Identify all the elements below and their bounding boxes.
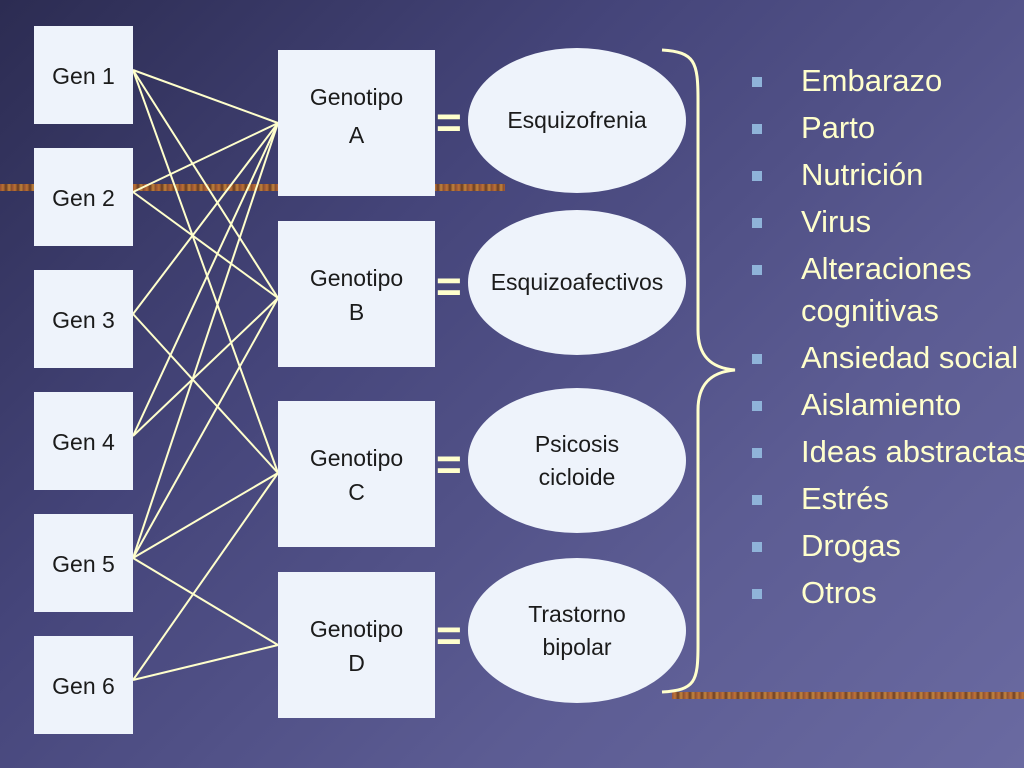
connection-line-gen6-c	[132, 472, 279, 681]
genotype-box-a: Genotipo A	[278, 50, 435, 196]
gene-label: Gen 6	[52, 673, 115, 699]
factor-label: Ideas abstractas	[801, 434, 1024, 469]
disorder-ellipse-2: Esquizoafectivos	[468, 210, 686, 355]
genotype-letter: D	[348, 650, 365, 676]
square-bullet-icon	[752, 354, 762, 364]
disorder-ellipse-3: Psicosis cicloide	[468, 388, 686, 533]
connection-line-gen5-c	[132, 472, 279, 559]
square-bullet-icon	[752, 589, 762, 599]
genotype-letter: B	[348, 299, 365, 325]
gene-label: Gen 3	[52, 307, 115, 333]
list-item: Virus	[748, 201, 1024, 243]
list-item: Ansiedad social	[748, 337, 1024, 379]
list-item: Aislamiento	[748, 384, 1024, 426]
connection-line-gen5-a	[132, 122, 279, 559]
genotype-label: Genotipo	[309, 265, 404, 291]
factor-label: Estrés	[801, 481, 889, 516]
disorder-label: Trastorno	[528, 600, 626, 627]
list-item: Otros	[748, 572, 1024, 614]
list-item: Parto	[748, 107, 1024, 149]
disorder-label-2: cicloide	[538, 463, 616, 490]
gene-label: Gen 5	[52, 551, 115, 577]
disorder-ellipse-1: Esquizofrenia	[468, 48, 686, 193]
genotype-label: Genotipo	[309, 445, 404, 471]
gene-label: Gen 4	[52, 429, 115, 455]
square-bullet-icon	[752, 401, 762, 411]
list-item: Alteraciones cognitivas	[748, 248, 1024, 332]
genotype-label: Genotipo	[309, 616, 404, 642]
connection-line-gen2-b	[132, 191, 279, 299]
genotype-label: Genotipo	[309, 84, 404, 110]
square-bullet-icon	[752, 542, 762, 552]
genotype-box-b: Genotipo B	[278, 221, 435, 367]
connection-line-gen3-c	[132, 313, 279, 474]
square-bullet-icon	[752, 448, 762, 458]
connection-line-gen2-a	[132, 122, 279, 193]
square-bullet-icon	[752, 495, 762, 505]
genotype-letter: A	[348, 122, 365, 148]
connection-line-gen4-a	[132, 122, 279, 437]
factor-label: Virus	[801, 204, 872, 239]
square-bullet-icon	[752, 77, 762, 87]
decorative-band-top	[0, 184, 505, 191]
connection-line-gen5-d	[132, 557, 279, 646]
gene-box-1: Gen 1	[34, 26, 133, 124]
factor-label: Otros	[801, 575, 877, 610]
connection-line-gen4-b	[132, 297, 279, 437]
gene-box-4: Gen 4	[34, 392, 133, 490]
disorder-label: Esquizoafectivos	[490, 269, 664, 295]
connection-line-gen6-d	[132, 644, 279, 681]
disorder-ellipse-4: Trastorno bipolar	[468, 558, 686, 703]
list-item: Ideas abstractas	[748, 431, 1024, 473]
factor-label: Parto	[801, 110, 876, 145]
genotype-letter: C	[348, 479, 365, 505]
gene-label: Gen 1	[52, 63, 115, 89]
genotype-box-d: Genotipo D	[278, 572, 435, 718]
environmental-factors-list: Embarazo Parto Nutrición Virus Alteracio…	[748, 60, 1024, 619]
gene-box-6: Gen 6	[34, 636, 133, 734]
connection-line-gen1-c	[132, 69, 279, 474]
equals-sign: =	[436, 440, 462, 489]
connection-line-gen1-a	[132, 69, 279, 124]
square-bullet-icon	[752, 124, 762, 134]
factor-label: Alteraciones cognitivas	[801, 251, 972, 328]
factor-label: Nutrición	[801, 157, 924, 192]
square-bullet-icon	[752, 171, 762, 181]
square-bullet-icon	[752, 218, 762, 228]
factor-label: Embarazo	[801, 63, 943, 98]
list-item: Nutrición	[748, 154, 1024, 196]
list-item: Estrés	[748, 478, 1024, 520]
factor-label: Drogas	[801, 528, 901, 563]
gene-box-5: Gen 5	[34, 514, 133, 612]
connection-line-gen1-b	[132, 69, 279, 299]
square-bullet-icon	[752, 265, 762, 275]
list-item: Embarazo	[748, 60, 1024, 102]
gene-box-3: Gen 3	[34, 270, 133, 368]
gene-box-2: Gen 2	[34, 148, 133, 246]
connection-line-gen5-b	[132, 297, 279, 559]
connection-line-gen3-a	[132, 122, 279, 315]
decorative-band-bottom	[672, 692, 1024, 699]
disorder-label-2: bipolar	[542, 633, 612, 660]
gene-label: Gen 2	[52, 185, 115, 211]
factor-label: Aislamiento	[801, 387, 962, 422]
genotype-box-c: Genotipo C	[278, 401, 435, 547]
list-item: Drogas	[748, 525, 1024, 567]
disorder-label: Psicosis	[534, 430, 620, 457]
disorder-label: Esquizofrenia	[507, 107, 647, 133]
equals-sign: =	[436, 98, 462, 147]
factor-label: Ansiedad social	[801, 340, 1019, 375]
equals-sign: =	[436, 262, 462, 311]
equals-sign: =	[436, 611, 462, 660]
